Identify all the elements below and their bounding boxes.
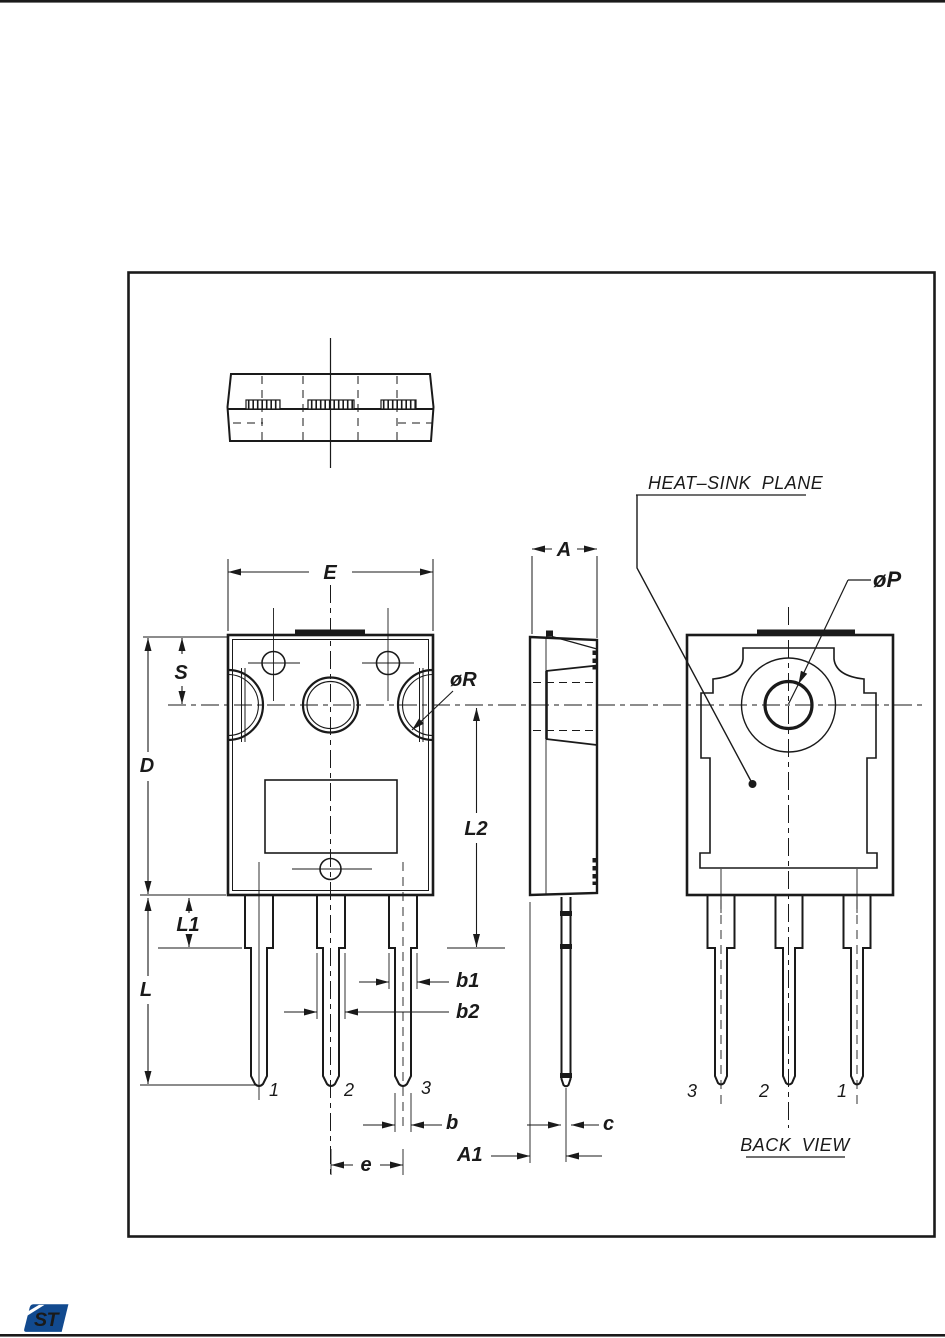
- top-view-lead3: [380, 399, 417, 410]
- st-logo-swoosh: [23, 1304, 45, 1316]
- heat-sink-tab-outline: [699, 647, 878, 869]
- heat-sink-leader-dot: [748, 780, 757, 788]
- side-lead: [560, 897, 572, 1088]
- top-view: [226, 338, 435, 468]
- dim-label-b1: b1: [456, 970, 479, 992]
- front-top-bar: [295, 629, 365, 636]
- top-view-lead1: [245, 399, 281, 410]
- back-top-bar: [757, 629, 855, 636]
- back-view: [685, 629, 895, 1158]
- dim-b2: [284, 953, 449, 1019]
- back-pin-1-label: 1: [837, 1081, 847, 1101]
- dim-label-L2: L2: [464, 818, 487, 840]
- back-lead-2: [774, 895, 804, 1086]
- dim-label-L1: L1: [176, 914, 199, 936]
- side-top-bar: [546, 630, 553, 637]
- front-notch-left: [227, 668, 265, 742]
- side-edge-ticks: [592, 650, 597, 885]
- front-dimensions: [140, 559, 505, 1175]
- front-lead-2: [316, 895, 346, 1087]
- bottom-rule: [0, 1334, 945, 1337]
- back-pin-3-label: 3: [687, 1081, 697, 1101]
- dim-label-dia-P: øP: [873, 567, 901, 592]
- dim-A1: [491, 902, 602, 1163]
- dim-label-A: A: [556, 539, 571, 561]
- dia-P-leader: [797, 579, 849, 685]
- front-lead-3: [388, 895, 418, 1087]
- drawing-labels: E S D L1 L L2 A b1 b2 b e A1 c øR øP HEA…: [140, 473, 902, 1176]
- dim-label-E: E: [323, 562, 337, 584]
- dim-label-S: S: [174, 662, 188, 684]
- front-pin-1-label: 1: [269, 1080, 279, 1100]
- front-marking-area: [264, 779, 398, 854]
- back-mounting-hole: [763, 679, 814, 731]
- front-pin-3-label: 3: [421, 1078, 431, 1098]
- heat-sink-leader: [636, 495, 753, 784]
- side-view: [491, 545, 602, 1163]
- dia-R-leader: [411, 690, 454, 731]
- front-mounting-hole: [301, 676, 360, 734]
- dim-label-A1: A1: [456, 1144, 483, 1166]
- st-logo-text: ST: [34, 1309, 60, 1331]
- side-hole-recess: [533, 664, 598, 746]
- back-pin-2-label: 2: [758, 1081, 769, 1101]
- top-rule: [0, 0, 945, 3]
- back-leads: [706, 895, 872, 1086]
- front-pin-2-label: 2: [343, 1080, 354, 1100]
- drawing-frame: [127, 271, 936, 1238]
- front-view: [226, 608, 435, 1131]
- back-hole-boss: [740, 657, 837, 753]
- dim-label-e: e: [360, 1154, 371, 1176]
- dim-b: [363, 1093, 442, 1132]
- dim-A: [531, 545, 598, 638]
- dim-label-dia-R: øR: [450, 669, 477, 691]
- dim-label-b2: b2: [456, 1001, 479, 1023]
- side-lead-crimps: [560, 911, 572, 1078]
- dim-b1: [359, 953, 449, 989]
- heat-sink-plane-label: HEAT–SINK PLANE: [648, 473, 824, 493]
- dim-label-c: c: [603, 1113, 614, 1135]
- annotation-leaders: [636, 494, 871, 788]
- dim-label-D: D: [140, 755, 154, 777]
- dim-e: [330, 1149, 404, 1175]
- front-notch-right: [396, 668, 434, 742]
- st-logo: ST: [23, 1304, 69, 1332]
- st-logo-shape: [24, 1304, 69, 1332]
- dim-label-b: b: [446, 1112, 458, 1134]
- back-view-label: BACK VIEW: [740, 1135, 851, 1155]
- top-view-hidden-lines: [233, 376, 432, 440]
- dim-label-L: L: [140, 979, 152, 1001]
